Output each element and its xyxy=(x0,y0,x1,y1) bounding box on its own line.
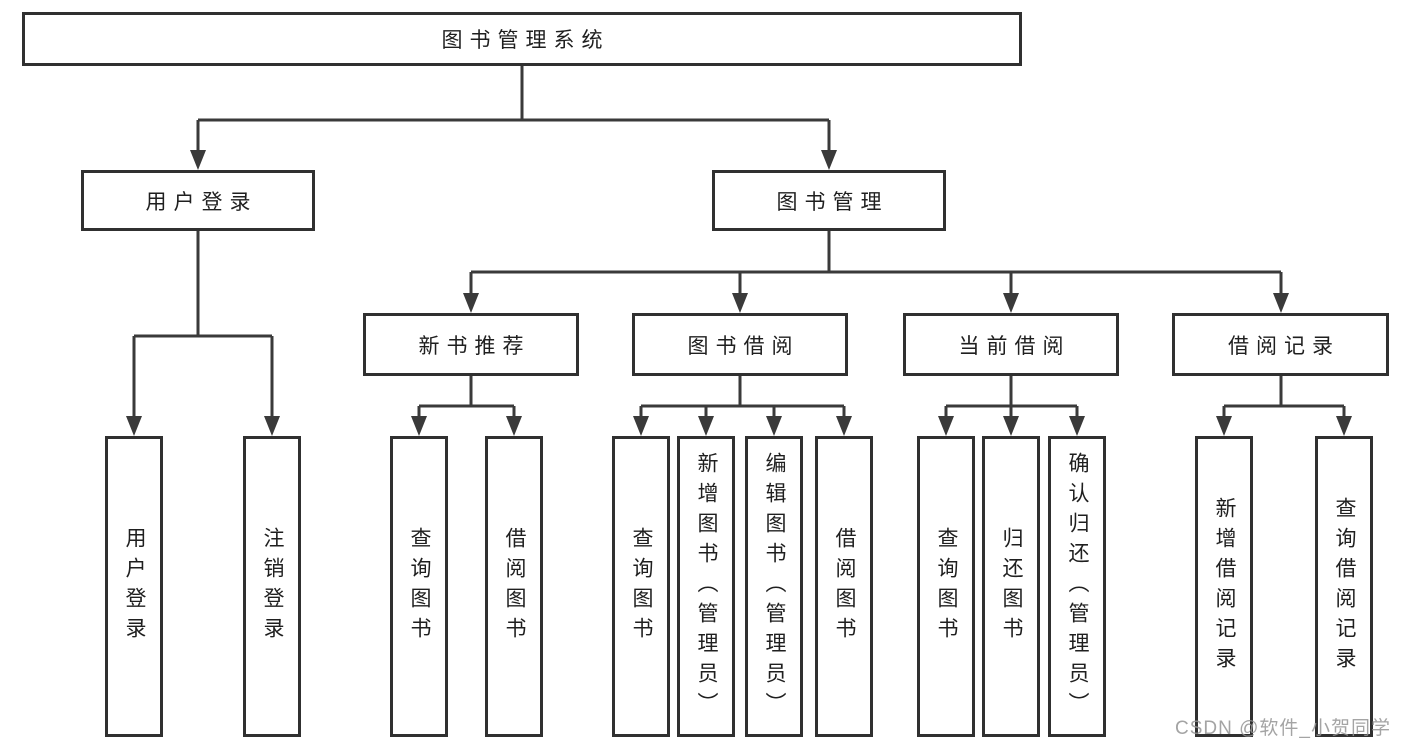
leaf-current-confirm-return-admin: 确认归还（管理员） xyxy=(1048,436,1106,737)
connector-book-management-to-level3 xyxy=(463,231,1289,313)
connector-borrow-records-to-leaves xyxy=(1216,376,1352,436)
connector-book-borrow-to-leaves xyxy=(633,376,852,436)
leaf-current-return-books: 归还图书 xyxy=(982,436,1040,737)
leaf-current-query-books: 查询图书 xyxy=(917,436,975,737)
connector-current-borrow-to-leaves xyxy=(938,376,1085,436)
leaf-recommend-borrow-books: 借阅图书 xyxy=(485,436,543,737)
connector-user-login-to-leaves xyxy=(126,231,280,436)
node-user-login-branch: 用户登录 xyxy=(81,170,315,231)
leaf-borrow-borrow-books: 借阅图书 xyxy=(815,436,873,737)
leaf-borrow-query-books: 查询图书 xyxy=(612,436,670,737)
node-root-system: 图书管理系统 xyxy=(22,12,1022,66)
connector-new-book-recommend-to-leaves xyxy=(411,376,522,436)
node-book-management-branch: 图书管理 xyxy=(712,170,946,231)
node-current-borrow: 当前借阅 xyxy=(903,313,1119,376)
node-borrow-records: 借阅记录 xyxy=(1172,313,1389,376)
csdn-watermark: CSDN @软件_小贺同学 xyxy=(1175,718,1391,739)
node-book-borrow: 图书借阅 xyxy=(632,313,848,376)
leaf-recommend-query-books: 查询图书 xyxy=(390,436,448,737)
leaf-logout: 注销登录 xyxy=(243,436,301,737)
node-new-book-recommend: 新书推荐 xyxy=(363,313,579,376)
leaf-borrow-edit-books-admin: 编辑图书（管理员） xyxy=(745,436,803,737)
leaf-borrow-add-books-admin: 新增图书（管理员） xyxy=(677,436,735,737)
leaf-records-add-record: 新增借阅记录 xyxy=(1195,436,1253,737)
leaf-user-login: 用户登录 xyxy=(105,436,163,737)
leaf-records-query-record: 查询借阅记录 xyxy=(1315,436,1373,737)
connector-root-to-level2 xyxy=(190,66,837,170)
